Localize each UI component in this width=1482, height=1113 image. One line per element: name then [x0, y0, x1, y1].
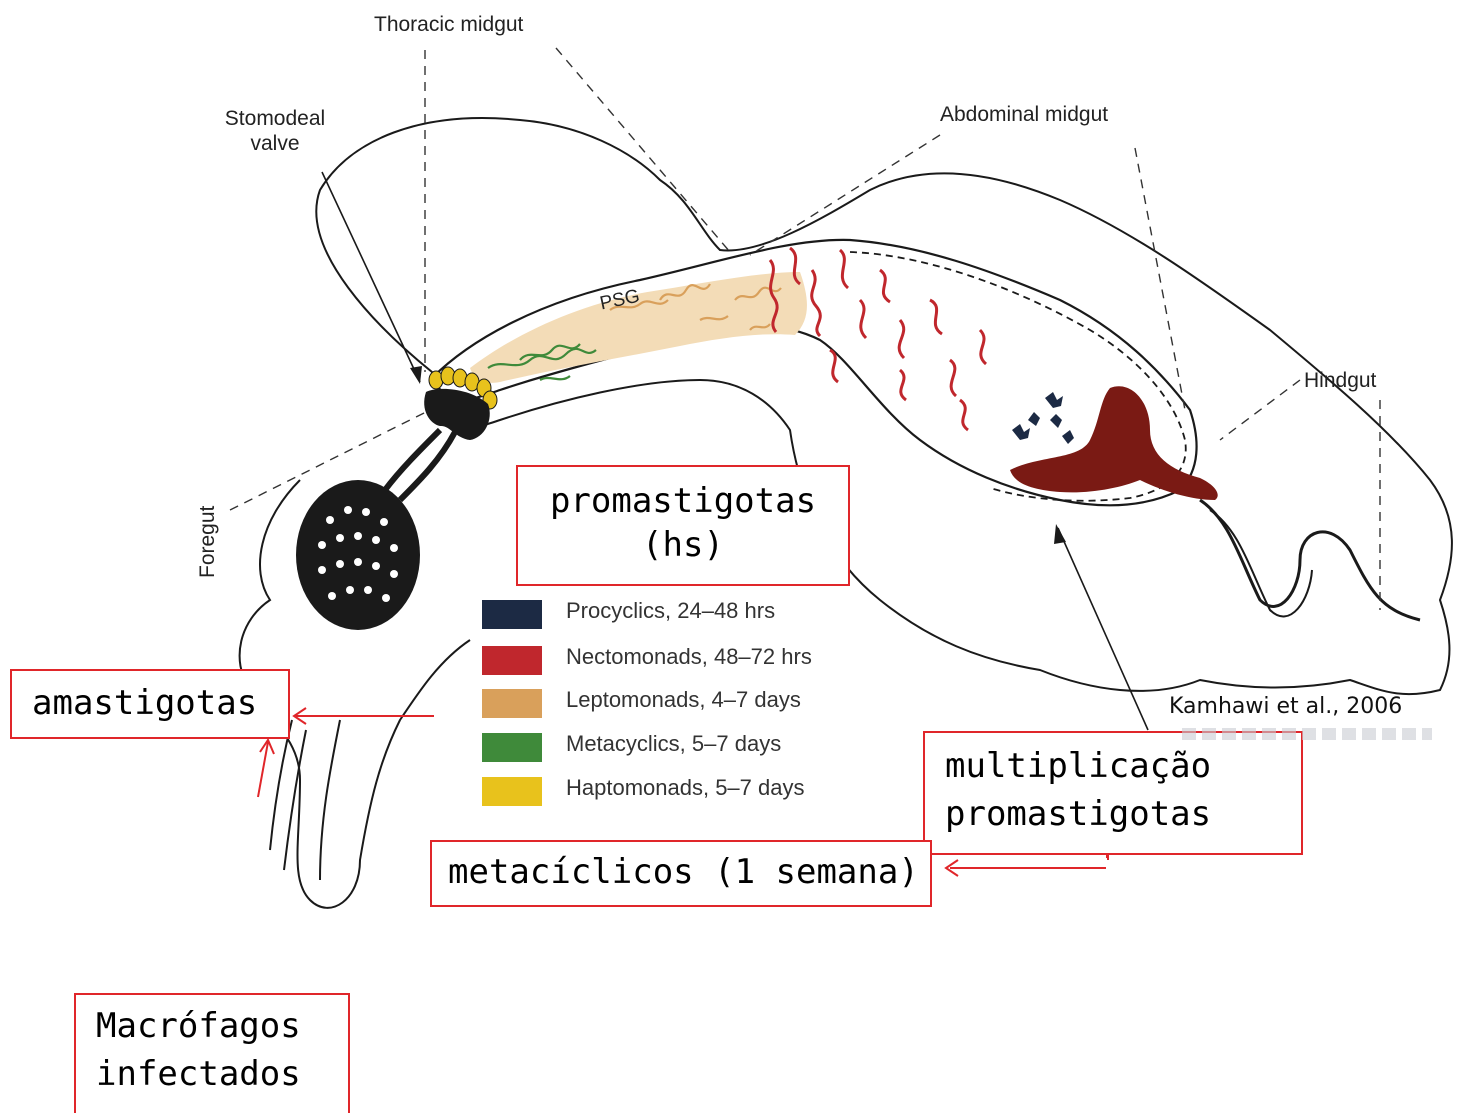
legend-label: Haptomonads, 5–7 days — [566, 775, 805, 801]
nectomonads-drawing — [770, 248, 986, 430]
multiplicacao-line1: multiplicação — [945, 743, 1301, 791]
foregut-tube — [385, 430, 455, 500]
thoracic-midgut-label: Thoracic midgut — [374, 12, 523, 37]
legend-label: Metacyclics, 5–7 days — [566, 731, 781, 757]
legend-swatch-haptomonads — [482, 777, 542, 806]
macrofagos-line1: Macrófagos — [96, 1003, 348, 1051]
legend-item: Procyclics, 24–48 hrs — [482, 598, 902, 628]
abdominal-midgut-label: Abdominal midgut — [940, 102, 1108, 127]
legend-label: Procyclics, 24–48 hrs — [566, 598, 775, 624]
citation: Kamhawi et al., 2006 — [1169, 694, 1402, 719]
promastigotas-line1: promastigotas — [518, 479, 848, 523]
multiplicacao-box: multiplicação promastigotas — [923, 731, 1303, 855]
stomodeal-valve-label-line1: Stomodeal — [216, 106, 334, 131]
legend-item: Nectomonads, 48–72 hrs — [482, 644, 902, 674]
macrofagos-box: Macrófagos infectados — [74, 993, 350, 1113]
stomodeal-valve-label-line2: valve — [216, 131, 334, 156]
legend-swatch-metacyclics — [482, 733, 542, 762]
hindgut-label: Hindgut — [1304, 368, 1376, 393]
legend-item: Leptomonads, 4–7 days — [482, 687, 902, 717]
proboscis-lines — [270, 720, 340, 880]
legend-swatch-leptomonads — [482, 689, 542, 718]
crop-organ — [296, 480, 420, 630]
amastigotas-label: amastigotas — [32, 683, 288, 723]
multiplicacao-arrowhead — [1054, 524, 1066, 544]
metaciclicos-label: metacíclicos (1 semana) — [448, 852, 930, 892]
metaciclicos-box: metacíclicos (1 semana) — [430, 840, 932, 907]
amastigotas-box: amastigotas — [10, 669, 290, 739]
faded-caption-artifact — [1182, 728, 1432, 740]
legend-swatch-procyclics — [482, 600, 542, 629]
macrofagos-line2: infectados — [96, 1051, 348, 1099]
legend-item: Metacyclics, 5–7 days — [482, 731, 902, 761]
legend-item: Haptomonads, 5–7 days — [482, 775, 902, 805]
procyclics-drawing — [1012, 392, 1074, 444]
promastigotas-box: promastigotas (hs) — [516, 465, 850, 586]
legend-label: Leptomonads, 4–7 days — [566, 687, 801, 713]
blood-meal — [1010, 386, 1218, 500]
stomodeal-valve-arrow — [322, 172, 420, 382]
stomodeal-valve-arrowhead — [410, 366, 422, 384]
hindgut-tube — [1200, 500, 1420, 620]
promastigotas-line2: (hs) — [518, 523, 848, 567]
multiplicacao-line2: promastigotas — [945, 791, 1301, 839]
legend-label: Nectomonads, 48–72 hrs — [566, 644, 812, 670]
foregut-label: Foregut — [196, 506, 220, 578]
stomodeal-valve-label: Stomodeal valve — [216, 106, 334, 156]
legend-swatch-nectomonads — [482, 646, 542, 675]
multiplicacao-arrow — [1058, 528, 1148, 730]
